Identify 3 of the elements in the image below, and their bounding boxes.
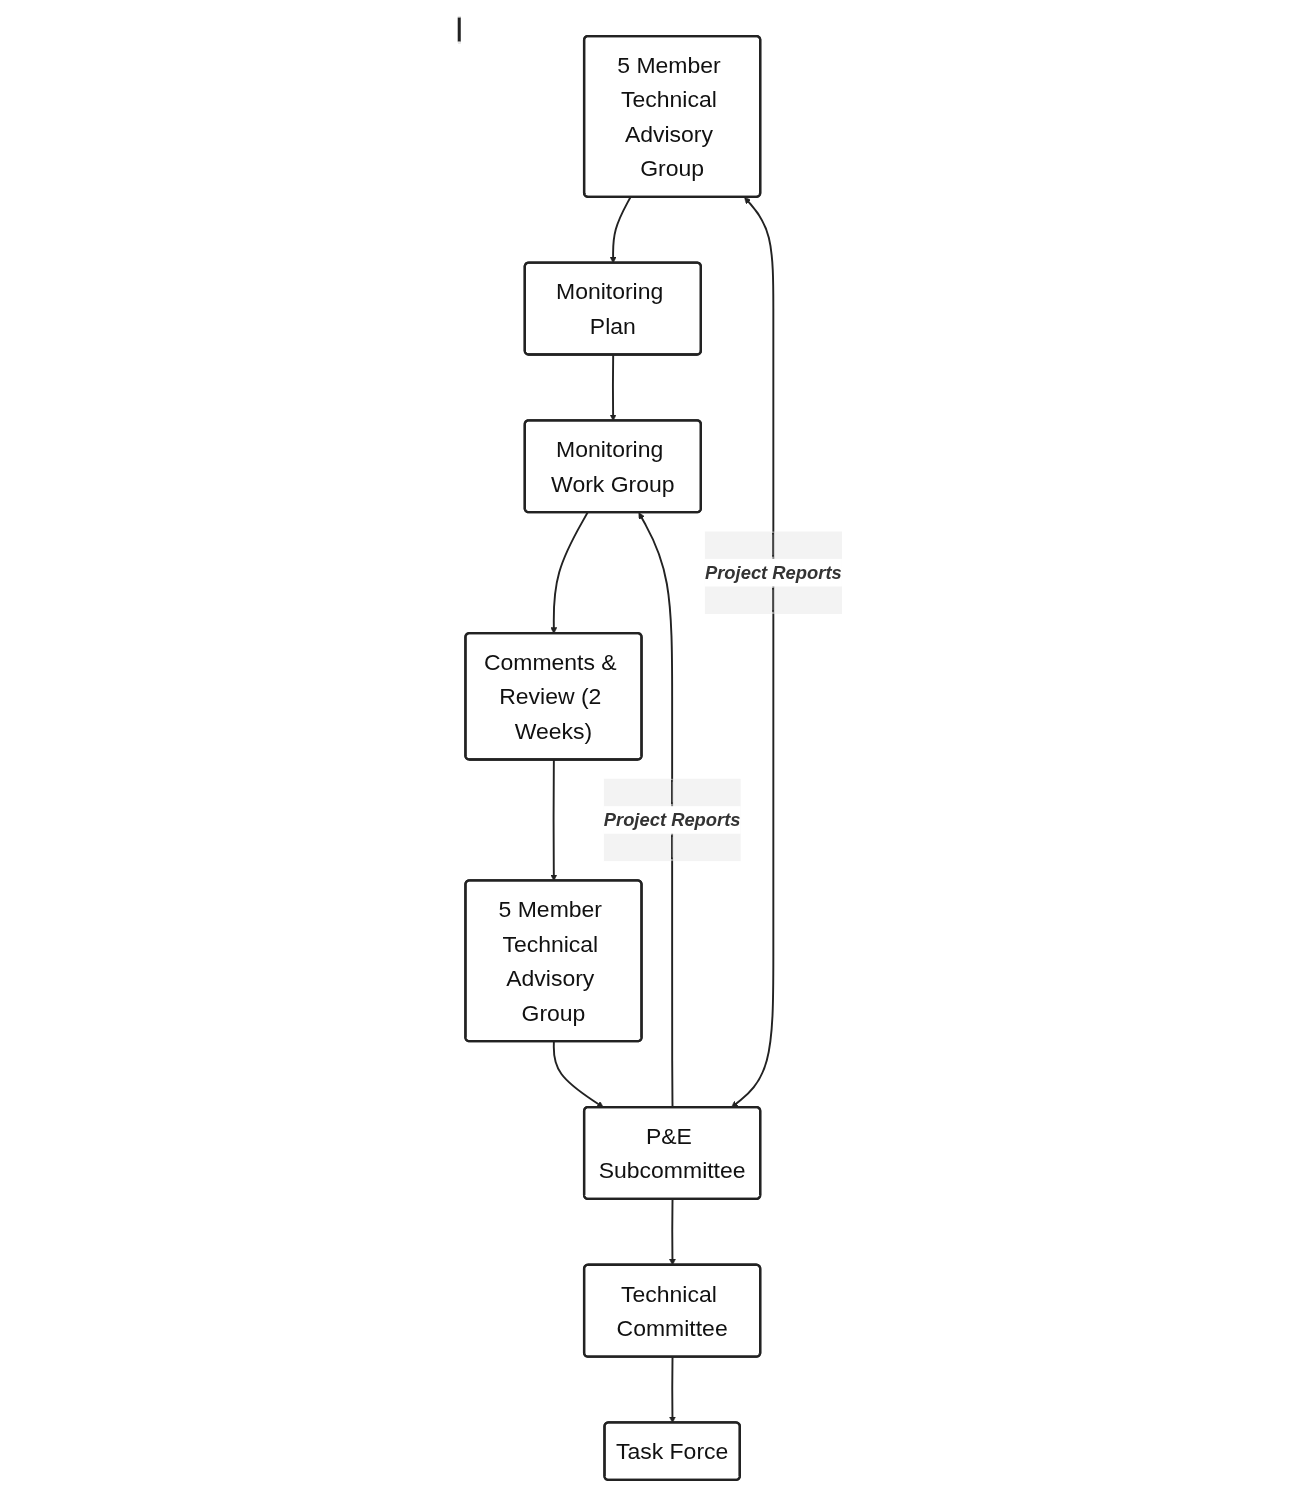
arrow	[731, 197, 775, 1108]
edge-label: Project Reports	[705, 561, 842, 583]
edge-label: Project Reports	[603, 809, 741, 830]
